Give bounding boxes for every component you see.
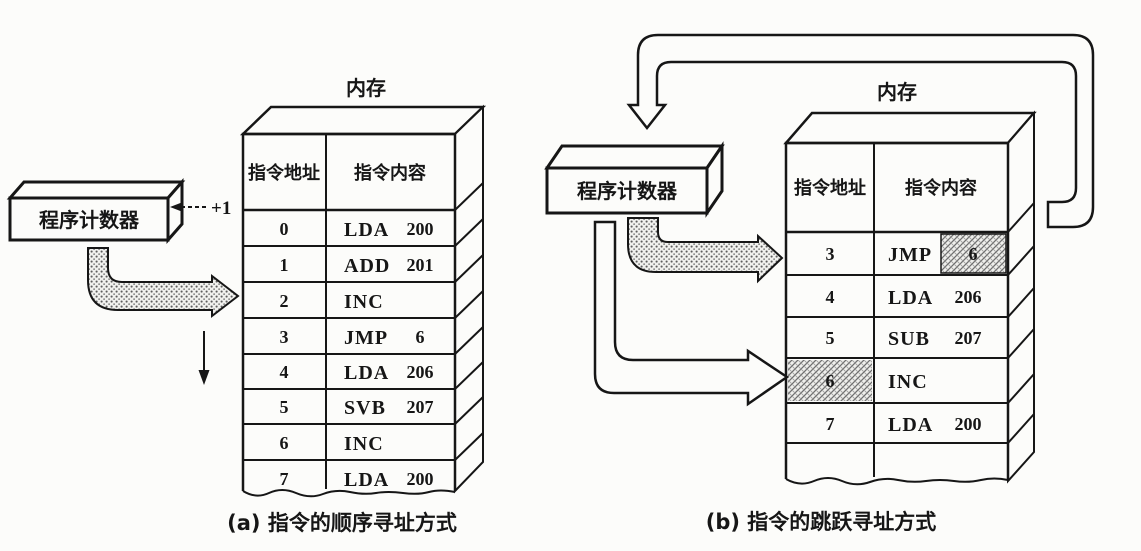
svg-text:LDA: LDA: [888, 287, 933, 309]
memory-title-a: 内存: [346, 76, 386, 100]
svg-text:ADD: ADD: [344, 255, 390, 277]
svg-text:6: 6: [826, 371, 835, 391]
svg-text:1: 1: [280, 255, 289, 275]
memory-torn-edge-b: [785, 477, 1009, 486]
svg-text:200: 200: [407, 469, 434, 489]
svg-text:201: 201: [407, 255, 434, 275]
table-row: 6 INC: [280, 433, 384, 455]
svg-text:4: 4: [280, 362, 289, 382]
table-row: 6 INC: [826, 371, 928, 393]
svg-text:7: 7: [280, 469, 289, 489]
svg-text:JMP: JMP: [888, 244, 932, 266]
memory-row-lines-b: [786, 230, 1008, 444]
table-row: 1 ADD 201: [280, 255, 434, 277]
shaded-address-cell: [788, 360, 872, 401]
svg-text:JMP: JMP: [344, 327, 388, 349]
svg-text:LDA: LDA: [344, 362, 389, 384]
col-header-addr-b: 指令地址: [794, 177, 866, 199]
svg-text:4: 4: [826, 287, 835, 307]
sequential-fetch-arrow-icon: [87, 247, 240, 319]
svg-text:5: 5: [280, 397, 289, 417]
svg-text:INC: INC: [344, 291, 384, 313]
memory-front-face-a: [241, 132, 457, 491]
shaded-operand-cell: [940, 233, 1007, 274]
col-header-content-b: 指令内容: [905, 177, 977, 199]
jump-fetch-arrow-icon: [627, 217, 784, 284]
memory-side-hatch-b: [1007, 202, 1035, 444]
caption-a: (a) 指令的顺序寻址方式: [227, 511, 457, 535]
table-row: 5 SVB 207: [280, 397, 434, 419]
pc-label-a: 程序计数器: [39, 208, 140, 232]
pc-label-b: 程序计数器: [577, 179, 678, 203]
svg-text:207: 207: [407, 397, 434, 417]
svg-text:6: 6: [969, 244, 978, 264]
memory-top-face-a: [239, 105, 487, 136]
memory-torn-edge-a: [242, 489, 456, 498]
table-row: 3 JMP 6: [280, 327, 425, 349]
memory-front-face-b: [784, 141, 1010, 479]
svg-text:INC: INC: [344, 433, 384, 455]
memory-title-b: 内存: [877, 80, 917, 104]
table-row: 7 LDA 200: [826, 414, 982, 436]
table-row: 4 LDA 206: [826, 287, 982, 309]
table-row: 5 SUB 207: [826, 328, 982, 350]
svg-text:6: 6: [280, 433, 289, 453]
memory-side-hatch-a: [454, 182, 484, 461]
svg-text:SVB: SVB: [344, 397, 386, 419]
svg-text:LDA: LDA: [344, 219, 389, 241]
svg-text:7: 7: [826, 414, 835, 434]
jump-back-loop-arrow-icon: [626, 33, 1095, 229]
increment-label: +1: [211, 198, 231, 219]
svg-text:LDA: LDA: [344, 469, 389, 491]
svg-text:5: 5: [826, 328, 835, 348]
memory-side-face-a: [454, 104, 484, 494]
svg-text:LDA: LDA: [888, 414, 933, 436]
svg-text:200: 200: [955, 414, 982, 434]
svg-text:3: 3: [280, 327, 289, 347]
svg-text:6: 6: [416, 327, 425, 347]
svg-text:206: 206: [407, 362, 434, 382]
jump-target-arrow-icon: [593, 220, 790, 407]
svg-text:207: 207: [955, 328, 982, 348]
col-header-content-a: 指令内容: [354, 162, 426, 184]
svg-text:INC: INC: [888, 371, 928, 393]
pc-increment-arrow-icon: +1: [170, 198, 231, 219]
memory-top-face-b: [783, 111, 1037, 145]
memory-side-face-b: [1007, 110, 1035, 484]
svg-text:0: 0: [280, 219, 289, 239]
program-counter-box-b: 程序计数器: [544, 141, 725, 218]
col-header-addr-a: 指令地址: [248, 162, 320, 184]
caption-b: (b) 指令的跳跃寻址方式: [706, 510, 937, 534]
svg-text:200: 200: [407, 219, 434, 239]
table-row: 0 LDA 200: [280, 219, 434, 241]
table-row: 4 LDA 206: [280, 362, 434, 384]
svg-text:3: 3: [826, 244, 835, 264]
svg-text:SUB: SUB: [888, 328, 930, 350]
sequence-down-arrow-icon: [198, 331, 210, 385]
table-row: 2 INC: [280, 291, 384, 313]
table-row: 7 LDA 200: [280, 469, 434, 491]
table-row: 3 JMP 6: [826, 244, 978, 266]
svg-text:206: 206: [955, 287, 982, 307]
program-counter-box-a: 程序计数器: [6, 178, 186, 244]
memory-row-lines-a: [243, 208, 455, 461]
svg-text:2: 2: [280, 291, 289, 311]
